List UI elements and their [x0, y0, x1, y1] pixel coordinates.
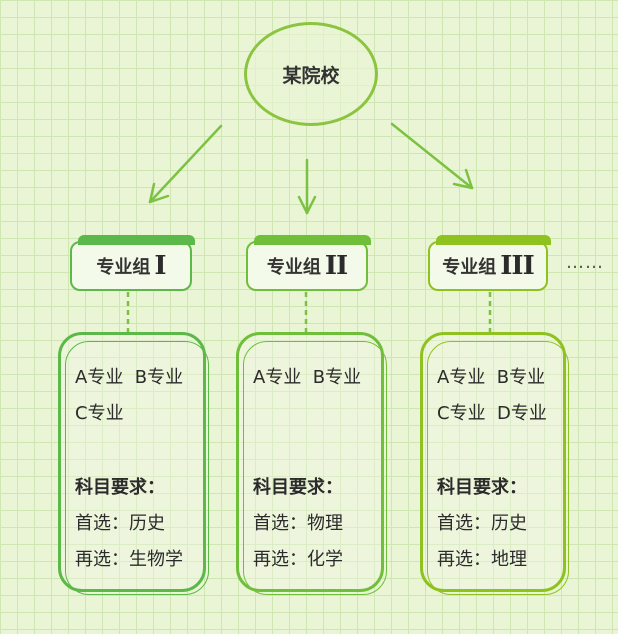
group-header-2: 专业组 II — [246, 235, 371, 291]
major-a: A专业 — [253, 367, 302, 388]
major-d: D专业 — [497, 403, 547, 424]
requirement-title: 科目要求： — [75, 477, 165, 498]
arrow-to-group-3 — [390, 122, 474, 190]
requirement-title: 科目要求： — [253, 477, 343, 498]
arrow-to-group-1 — [148, 124, 223, 204]
arrow-to-group-2 — [297, 158, 317, 215]
major-a: A专业 — [437, 367, 486, 388]
root-label: 某院校 — [282, 64, 340, 87]
dashed-connectors — [126, 292, 492, 332]
group-3-roman: III — [500, 251, 534, 281]
group-1-roman: I — [154, 251, 166, 281]
first-choice: 首选：历史 — [75, 513, 165, 534]
first-choice: 首选：历史 — [437, 513, 527, 534]
requirement-title: 科目要求： — [437, 477, 527, 498]
major-c: C专业 — [75, 403, 124, 424]
group-3-label: 专业组 — [442, 257, 497, 278]
group-header-3: 专业组 III — [428, 235, 551, 291]
major-b: B专业 — [496, 367, 546, 388]
group-card-3: A专业 B专业 C专业 D专业 科目要求： 首选：历史 再选：地理 — [420, 332, 569, 595]
more-groups-ellipsis: …… — [566, 252, 604, 273]
major-b: B专业 — [312, 367, 362, 388]
group-header-1: 专业组 I — [70, 235, 195, 291]
root-node-school: 某院校 — [244, 22, 378, 126]
group-1-label: 专业组 — [96, 257, 151, 278]
first-choice: 首选：物理 — [253, 513, 343, 534]
major-c: C专业 — [437, 403, 486, 424]
group-card-2: A专业 B专业 科目要求： 首选：物理 再选：化学 — [236, 332, 387, 595]
group-card-1: A专业 B专业 C专业 科目要求： 首选：历史 再选：生物学 — [58, 332, 209, 595]
major-b: B专业 — [134, 367, 184, 388]
second-choice: 再选：地理 — [437, 549, 527, 570]
group-2-roman: II — [324, 251, 348, 281]
group-2-label: 专业组 — [266, 257, 321, 278]
major-a: A专业 — [75, 367, 124, 388]
second-choice: 再选：生物学 — [75, 549, 183, 570]
second-choice: 再选：化学 — [253, 549, 343, 570]
